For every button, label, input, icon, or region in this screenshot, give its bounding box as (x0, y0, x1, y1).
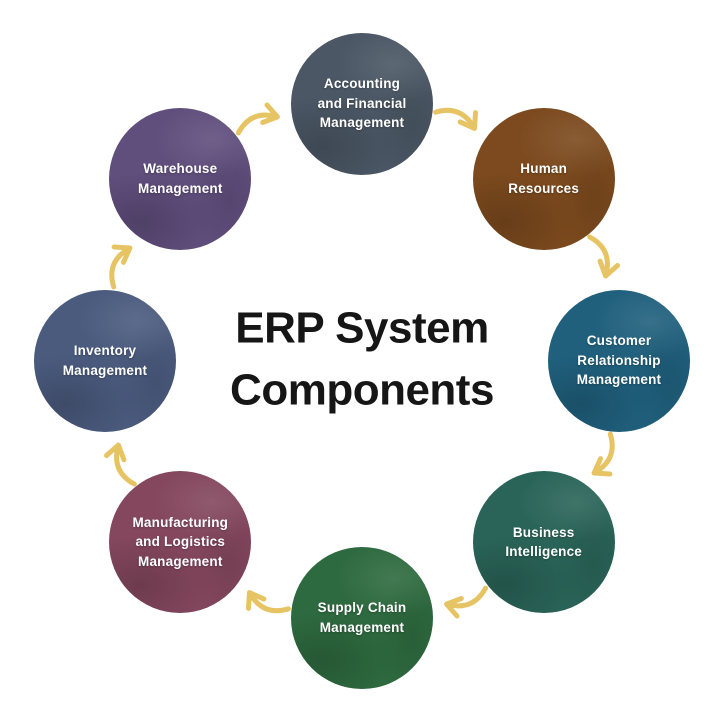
arrow-warehouse-management-to-accounting-and-financial-management (235, 102, 280, 136)
arrow-customer-relationship-management-to-business-intelligence (591, 431, 615, 477)
arrow-supply-chain-management-to-manufacturing-and-logistics-management (245, 590, 291, 614)
diagram-title-line1: ERP System (235, 303, 489, 353)
arrow-inventory-management-to-warehouse-management (109, 244, 133, 290)
arrow-manufacturing-and-logistics-management-to-inventory-management (104, 442, 137, 487)
arrow-business-intelligence-to-supply-chain-management (444, 585, 489, 619)
arrow-human-resources-to-customer-relationship-management (587, 234, 620, 279)
arrow-accounting-and-financial-management-to-human-resources (433, 107, 479, 131)
diagram-title: ERP System Components (230, 298, 494, 423)
diagram-title-line2: Components (230, 366, 494, 415)
